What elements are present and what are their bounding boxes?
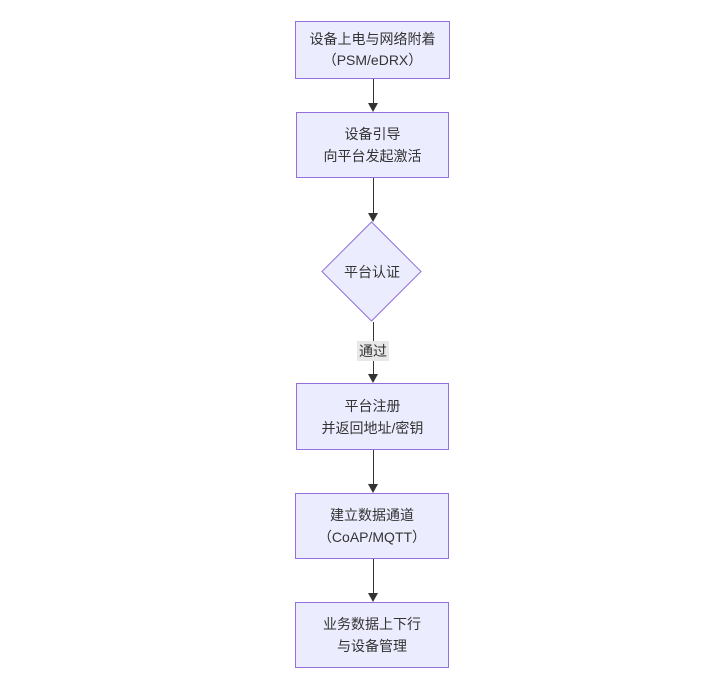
node-text-line: 与设备管理 bbox=[337, 638, 407, 654]
edge-label-pass: 通过 bbox=[357, 341, 389, 361]
edge-line bbox=[372, 178, 374, 214]
flow-node-power-network-attach: 设备上电与网络附着 （PSM/eDRX） bbox=[295, 21, 450, 79]
node-text-line: 建立数据通道 bbox=[330, 507, 414, 523]
arrowhead-icon bbox=[368, 374, 378, 383]
node-text-line: （PSM/eDRX） bbox=[322, 52, 423, 68]
node-text-line: 向平台发起激活 bbox=[323, 148, 422, 164]
flow-node-business-data-device-mgmt: 业务数据上下行 与设备管理 bbox=[295, 602, 449, 668]
flow-edge bbox=[366, 559, 380, 602]
node-text-line: （CoAP/MQTT） bbox=[317, 529, 427, 545]
node-text-line: 并返回地址/密钥 bbox=[321, 419, 424, 436]
flow-node-platform-register: 平台注册 并返回地址/密钥 bbox=[296, 383, 449, 450]
node-text-line: 业务数据上下行 bbox=[323, 616, 421, 632]
flow-edge bbox=[366, 178, 380, 222]
flow-node-data-channel: 建立数据通道 （CoAP/MQTT） bbox=[295, 493, 449, 559]
node-text-line: 设备引导 bbox=[344, 126, 401, 142]
flow-edge: 通过 bbox=[357, 322, 389, 383]
arrowhead-icon bbox=[368, 484, 378, 493]
arrowhead-icon bbox=[368, 213, 378, 222]
flow-node-platform-auth-decision: 平台认证 bbox=[321, 221, 422, 322]
edge-line bbox=[372, 79, 374, 104]
arrowhead-icon bbox=[368, 593, 378, 602]
node-text-line: 平台注册 bbox=[344, 397, 401, 414]
node-text-line: 平台认证 bbox=[344, 264, 400, 280]
flow-edge bbox=[366, 450, 380, 493]
flow-node-bootstrap-activate: 设备引导 向平台发起激活 bbox=[296, 112, 449, 178]
node-text-line: 设备上电与网络附着 bbox=[309, 31, 436, 47]
edge-line bbox=[372, 559, 374, 594]
arrowhead-icon bbox=[368, 103, 378, 112]
flow-edge bbox=[366, 79, 380, 112]
edge-line bbox=[372, 450, 374, 485]
